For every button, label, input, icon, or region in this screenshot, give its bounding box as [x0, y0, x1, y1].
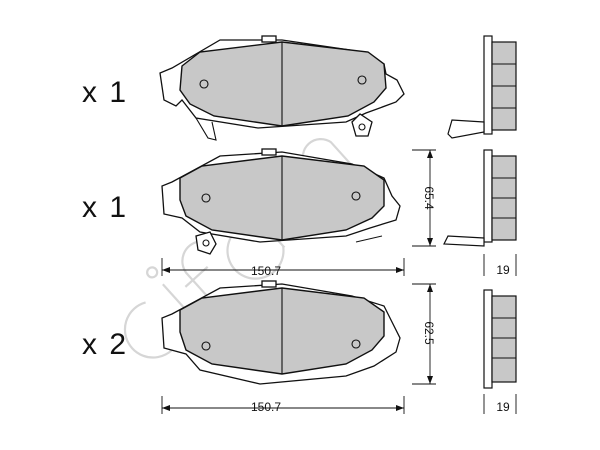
brake-pad-2-side-view	[443, 149, 517, 276]
height-dimension-3	[412, 283, 436, 385]
pad-quantity-3: x 2	[82, 328, 129, 361]
pad-quantity-2: x 1	[82, 191, 129, 224]
brake-pad-2-front-view	[161, 148, 401, 255]
height-dimension-2	[412, 149, 436, 247]
width-dimension-2	[161, 258, 405, 276]
brake-pad-1-front-view	[159, 35, 405, 141]
height-label-2: 65.4	[422, 186, 436, 210]
thickness-label-3: 19	[496, 400, 510, 414]
pad-quantity-1: x 1	[82, 76, 129, 109]
height-label-3: 62.5	[422, 321, 436, 345]
width-label-2: 150.7	[251, 264, 281, 278]
brake-pad-3-front-view	[161, 280, 401, 385]
width-dimension-3	[161, 396, 405, 414]
thickness-label-2: 19	[496, 263, 510, 277]
brake-pad-3-side-view	[483, 289, 517, 414]
width-label-3: 150.7	[251, 400, 281, 414]
brake-pad-1-side-view	[447, 35, 517, 139]
